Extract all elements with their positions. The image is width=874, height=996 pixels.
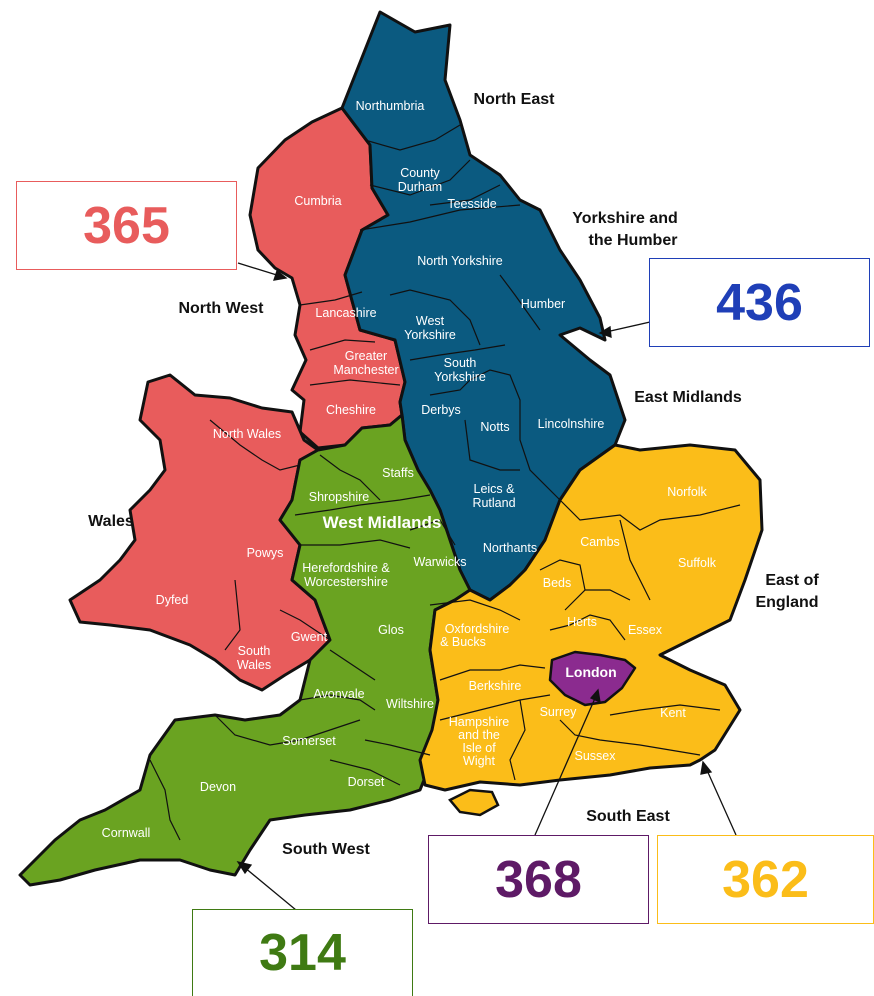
county-label-south-yorkshire-1: South — [444, 356, 477, 370]
county-label-powys: Powys — [247, 546, 284, 560]
county-label-wiltshire: Wiltshire — [386, 697, 434, 711]
county-label-surrey: Surrey — [540, 705, 578, 719]
county-label-derbys: Derbys — [421, 403, 461, 417]
county-label-gwent: Gwent — [291, 630, 328, 644]
county-label-leics-2: Rutland — [472, 496, 515, 510]
county-label-cumbria: Cumbria — [294, 194, 341, 208]
county-label-northants: Northants — [483, 541, 537, 555]
county-label-lincolnshire: Lincolnshire — [538, 417, 605, 431]
callout-london: 368 — [428, 835, 649, 924]
county-label-suffolk: Suffolk — [678, 556, 717, 570]
county-label-cornwall: Cornwall — [102, 826, 151, 840]
county-label-essex: Essex — [628, 623, 663, 637]
county-label-cambs: Cambs — [580, 535, 620, 549]
county-label-west-yorkshire-2: Yorkshire — [404, 328, 456, 342]
county-label-dorset: Dorset — [348, 775, 385, 789]
county-label-county-durham-1: County — [400, 166, 440, 180]
county-label-west-yorkshire-1: West — [416, 314, 445, 328]
region-label-east-of-england-2: England — [755, 594, 818, 611]
county-label-glos: Glos — [378, 623, 404, 637]
region-west-midlands-shape — [18, 413, 472, 887]
county-label-avonvale: Avonvale — [313, 687, 364, 701]
callout-south-east: 362 — [657, 835, 874, 924]
county-label-somerset: Somerset — [282, 734, 336, 748]
region-label-south-west: South West — [282, 841, 370, 858]
county-label-south-wales-1: South — [238, 644, 271, 658]
region-wales-shape — [68, 373, 332, 692]
region-london-shape — [548, 650, 637, 707]
county-label-northumbria: Northumbria — [356, 99, 425, 113]
callout-south-west: 314 — [192, 909, 413, 996]
callout-north-west: 365 — [16, 181, 237, 270]
county-label-teesside: Teesside — [447, 197, 496, 211]
county-label-notts: Notts — [480, 420, 509, 434]
county-label-south-yorkshire-2: Yorkshire — [434, 370, 486, 384]
county-boundaries — [149, 124, 741, 841]
county-label-south-wales-2: Wales — [237, 658, 271, 672]
callout-yorkshire: 436 — [649, 258, 870, 347]
region-label-east-of-england-1: East of — [765, 572, 819, 589]
region-label-london: London — [565, 664, 616, 680]
isle-of-wight-shape — [448, 788, 500, 817]
callout-value-south-west: 314 — [259, 924, 346, 982]
region-labels: North East Yorkshire and the Humber Nort… — [88, 91, 819, 858]
callout-value-yorkshire: 436 — [716, 273, 803, 332]
callout-value-south-east: 362 — [722, 850, 809, 909]
county-label-beds: Beds — [543, 576, 572, 590]
county-label-oxfordshire-2: & Bucks — [440, 635, 486, 649]
region-label-south-east: South East — [586, 808, 670, 825]
county-label-lancashire: Lancashire — [315, 306, 376, 320]
county-label-north-wales: North Wales — [213, 427, 281, 441]
county-label-herts: Herts — [567, 615, 597, 629]
region-label-wales: Wales — [88, 513, 134, 530]
county-labels: Northumbria County Durham Teesside Cumbr… — [102, 99, 717, 840]
county-label-hampshire-4: Wight — [463, 754, 495, 768]
region-label-north-west: North West — [178, 300, 264, 317]
county-label-greater-manchester-2: Manchester — [333, 363, 398, 377]
region-label-west-midlands: West Midlands — [323, 513, 442, 532]
county-label-north-yorkshire: North Yorkshire — [417, 254, 503, 268]
county-label-kent: Kent — [660, 706, 686, 720]
county-label-county-durham-2: Durham — [398, 180, 442, 194]
county-label-herefordshire-1: Herefordshire & — [302, 561, 390, 575]
region-label-yorkshire-1: Yorkshire and — [572, 210, 678, 227]
region-label-north-east: North East — [474, 91, 556, 108]
county-label-sussex: Sussex — [575, 749, 617, 763]
county-label-humber: Humber — [521, 297, 565, 311]
region-label-east-midlands: East Midlands — [634, 389, 742, 406]
county-label-staffs: Staffs — [382, 466, 414, 480]
county-label-greater-manchester-1: Greater — [345, 349, 387, 363]
county-label-devon: Devon — [200, 780, 236, 794]
region-label-yorkshire-2: the Humber — [589, 232, 678, 249]
county-label-hampshire-1: Hampshire — [449, 715, 509, 729]
callout-value-north-west: 365 — [83, 196, 170, 255]
callout-value-london: 368 — [495, 850, 582, 909]
county-label-hampshire-2: and the — [458, 728, 500, 742]
county-label-shropshire: Shropshire — [309, 490, 369, 504]
county-label-cheshire: Cheshire — [326, 403, 376, 417]
county-label-warwicks: Warwicks — [413, 555, 466, 569]
county-label-berkshire: Berkshire — [469, 679, 522, 693]
county-label-norfolk: Norfolk — [667, 485, 707, 499]
county-label-dyfed: Dyfed — [156, 593, 189, 607]
callout-arrows — [236, 262, 737, 911]
county-label-hampshire-3: Isle of — [462, 741, 496, 755]
county-label-leics-1: Leics & — [474, 482, 516, 496]
county-label-oxfordshire-1: Oxfordshire — [445, 622, 510, 636]
county-label-herefordshire-2: Worcestershire — [304, 575, 388, 589]
